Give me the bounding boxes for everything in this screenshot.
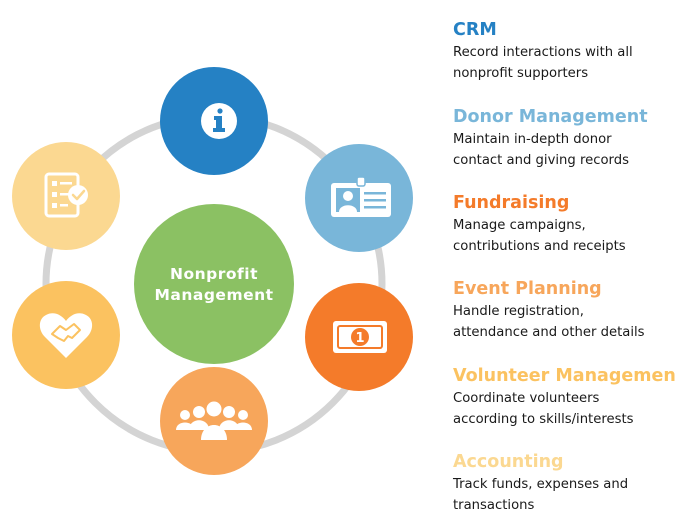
feature-desc-line1: Handle registration, [453, 304, 584, 319]
feature-desc-line1: Manage campaigns, [453, 218, 586, 233]
feature-title: CRM [453, 20, 497, 40]
feature-title: Donor Management [453, 107, 648, 127]
event-node [160, 367, 268, 475]
feature-desc-line2: contact and giving records [453, 153, 629, 168]
feature-desc-line2: transactions [453, 498, 535, 513]
accounting-node [12, 142, 120, 250]
feature-desc-line2: attendance and other details [453, 325, 645, 340]
feature-desc-line1: Coordinate volunteers [453, 391, 600, 406]
center-circle [134, 204, 294, 364]
crm-node [160, 67, 268, 175]
center-label: Nonprofit Management [136, 220, 292, 350]
donor-node [305, 144, 413, 252]
info-icon [201, 103, 237, 139]
feature-event-planning: Event Planning Handle registration, atte… [453, 277, 675, 343]
feature-desc-line2: according to skills/interests [453, 412, 634, 427]
feature-desc-line2: contributions and receipts [453, 239, 626, 254]
feature-desc-line1: Maintain in-depth donor [453, 132, 612, 147]
volunteer-node [12, 281, 120, 389]
feature-desc-line1: Record interactions with all [453, 45, 633, 60]
fundraising-node: 1 [305, 283, 413, 391]
center-label-line1: Nonprofit [169, 265, 258, 283]
feature-desc-line1: Track funds, expenses and [453, 477, 629, 492]
feature-desc-line2: nonprofit supporters [453, 66, 589, 81]
money-bill-icon: 1 [333, 321, 387, 353]
feature-title: Fundraising [453, 193, 570, 213]
people-group-icon [176, 401, 252, 440]
center-label-line2: Management [154, 286, 274, 304]
feature-title: Event Planning [453, 279, 602, 299]
nonprofit-diagram: 1 [12, 67, 413, 475]
handshake-heart-icon [39, 313, 93, 358]
svg-text:1: 1 [355, 331, 364, 346]
feature-title: Accounting [453, 452, 564, 472]
id-card-icon [331, 176, 391, 217]
feature-volunteer-management: Volunteer Management Coordinate voluntee… [453, 364, 675, 430]
feature-fundraising: Fundraising Manage campaigns, contributi… [453, 191, 675, 257]
feature-accounting: Accounting Track funds, expenses and tra… [453, 450, 675, 516]
feature-crm: CRM Record interactions with all nonprof… [453, 18, 675, 84]
feature-donor-management: Donor Management Maintain in-depth donor… [453, 105, 675, 171]
checklist-icon [44, 172, 88, 218]
feature-title: Volunteer Management [453, 366, 675, 386]
